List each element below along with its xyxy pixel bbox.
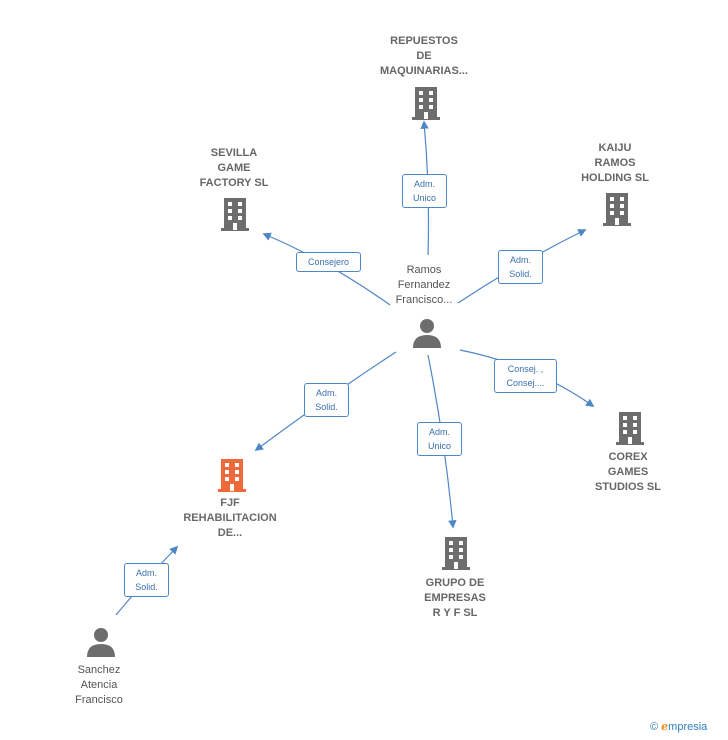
node-label-grupo: GRUPO DE EMPRESAS R Y F SL xyxy=(395,576,515,621)
relation-line: Consej.... xyxy=(506,378,545,388)
node-label-line: REHABILITACION xyxy=(183,512,277,524)
building-icon[interactable] xyxy=(614,410,646,446)
node-label-line: Sanchez xyxy=(77,664,121,676)
node-label-corex: COREX GAMES STUDIOS SL xyxy=(568,450,688,495)
node-label-sevilla: SEVILLA GAME FACTORY SL xyxy=(174,146,294,191)
node-label-line: R Y F SL xyxy=(432,607,478,619)
relation-line: Consejero xyxy=(307,257,350,267)
relation-badge-sevilla[interactable]: Consejero xyxy=(296,252,361,272)
relation-badge-fjf[interactable]: Adm. Solid. xyxy=(304,383,349,417)
relation-line: Unico xyxy=(427,441,451,451)
node-label-line: GAMES xyxy=(607,466,649,478)
relation-line: Solid. xyxy=(315,402,338,412)
node-label-ramos: Ramos Fernandez Francisco... xyxy=(364,263,484,308)
node-label-line: RAMOS xyxy=(594,157,636,169)
copyright-symbol: © xyxy=(650,721,659,733)
node-label-line: KAIJU xyxy=(598,142,632,154)
relation-line: Adm. xyxy=(135,568,157,578)
node-label-line: EMPRESAS xyxy=(424,592,486,604)
node-label-line: FJF xyxy=(220,497,240,509)
node-label-line: SEVILLA xyxy=(210,147,258,159)
node-label-line: Francisco xyxy=(75,694,123,706)
person-icon[interactable] xyxy=(86,627,116,657)
node-label-line: REPUESTOS xyxy=(390,35,458,47)
building-icon[interactable] xyxy=(601,191,633,227)
relation-line: Solid. xyxy=(135,582,158,592)
building-icon[interactable] xyxy=(216,457,248,493)
node-label-fjf: FJF REHABILITACION DE... xyxy=(160,496,300,541)
node-label-line: DE xyxy=(416,50,432,62)
building-icon[interactable] xyxy=(410,85,442,121)
relation-badge-sanchez[interactable]: Adm. Solid. xyxy=(124,563,169,597)
brand-initial: e xyxy=(661,720,669,733)
node-label-line: MAQUINARIAS... xyxy=(380,65,468,77)
relation-line: Adm. xyxy=(413,179,435,189)
building-icon[interactable] xyxy=(219,196,251,232)
node-label-line: FACTORY SL xyxy=(199,177,269,189)
node-label-line: Francisco... xyxy=(395,294,453,306)
node-label-line: Fernandez xyxy=(397,279,451,291)
relation-badge-grupo[interactable]: Adm. Unico xyxy=(417,422,462,456)
node-label-repuestos: REPUESTOS DE MAQUINARIAS... xyxy=(364,34,484,79)
node-label-line: GAME xyxy=(217,162,251,174)
relation-line: Solid. xyxy=(509,269,532,279)
relation-badge-kaiju[interactable]: Adm. Solid. xyxy=(498,250,543,284)
node-label-line: GRUPO DE xyxy=(425,577,485,589)
node-label-kaiju: KAIJU RAMOS HOLDING SL xyxy=(555,141,675,186)
node-label-line: Atencia xyxy=(80,679,118,691)
building-icon[interactable] xyxy=(440,535,472,571)
relation-line: Adm. xyxy=(428,427,450,437)
relation-line: Adm. xyxy=(315,388,337,398)
node-label-line: STUDIOS SL xyxy=(594,481,661,493)
node-label-line: HOLDING SL xyxy=(581,172,649,184)
brand-watermark: © empresia xyxy=(650,720,707,733)
node-label-sanchez: Sanchez Atencia Francisco xyxy=(44,663,154,708)
node-label-line: DE... xyxy=(217,527,243,539)
relation-line: Consej. , xyxy=(507,364,544,374)
relation-badge-repuestos[interactable]: Adm. Unico xyxy=(402,174,447,208)
relation-line: Unico xyxy=(412,193,436,203)
relation-badge-corex[interactable]: Consej. , Consej.... xyxy=(494,359,557,393)
relation-line: Adm. xyxy=(509,255,531,265)
brand-name: mpresia xyxy=(668,721,708,733)
person-icon[interactable] xyxy=(412,318,442,348)
node-label-line: COREX xyxy=(608,451,648,463)
node-label-line: Ramos xyxy=(406,264,442,276)
